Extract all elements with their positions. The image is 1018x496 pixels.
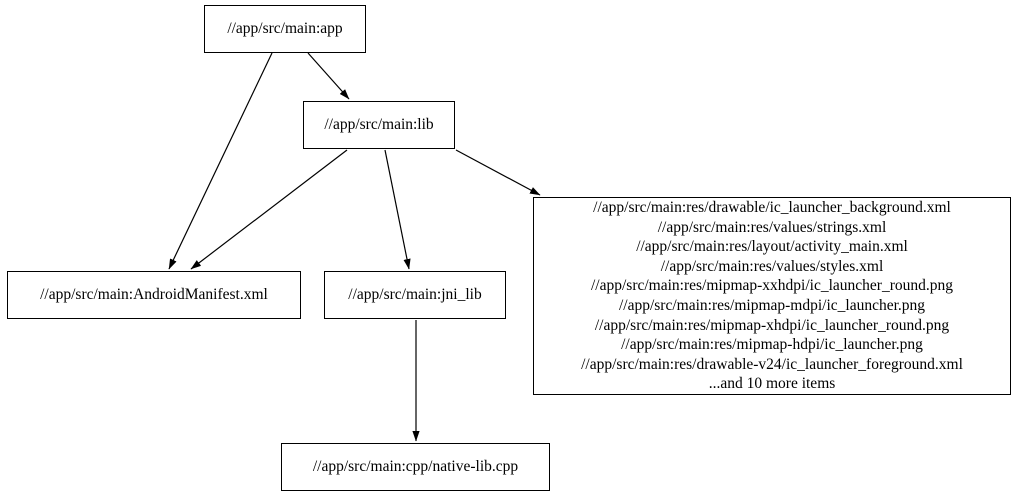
node-lib: //app/src/main:lib bbox=[303, 101, 455, 149]
resources-more-items: ...and 10 more items bbox=[708, 375, 836, 393]
node-android-manifest: //app/src/main:AndroidManifest.xml bbox=[7, 271, 301, 319]
resources-line: //app/src/main:res/drawable-v24/ic_launc… bbox=[581, 355, 963, 373]
edge-lib-to-jni-lib bbox=[384, 149, 411, 270]
node-jni-lib: //app/src/main:jni_lib bbox=[324, 271, 506, 319]
edge-lib-to-resources bbox=[455, 149, 541, 196]
node-native-lib-cpp-label: //app/src/main:cpp/native-lib.cpp bbox=[312, 458, 519, 476]
resources-line: //app/src/main:res/drawable/ic_launcher_… bbox=[593, 199, 951, 217]
resources-line: //app/src/main:res/layout/activity_main.… bbox=[636, 238, 908, 256]
node-jni-lib-label: //app/src/main:jni_lib bbox=[348, 286, 482, 304]
resources-line: //app/src/main:res/mipmap-xxhdpi/ic_laun… bbox=[590, 277, 953, 295]
resources-line: //app/src/main:res/values/strings.xml bbox=[657, 218, 887, 236]
resources-line: //app/src/main:res/values/styles.xml bbox=[660, 257, 884, 275]
edge-app-to-lib bbox=[307, 52, 350, 100]
node-resources-group: //app/src/main:res/drawable/ic_launcher_… bbox=[533, 197, 1011, 395]
edge-lib-to-androidmanifest bbox=[190, 149, 348, 270]
node-native-lib-cpp: //app/src/main:cpp/native-lib.cpp bbox=[281, 443, 550, 491]
node-app: //app/src/main:app bbox=[204, 5, 366, 53]
edge-app-to-androidmanifest bbox=[168, 52, 273, 270]
resources-line: //app/src/main:res/mipmap-hdpi/ic_launch… bbox=[621, 336, 923, 354]
resources-line: //app/src/main:res/mipmap-xhdpi/ic_launc… bbox=[594, 316, 950, 334]
resources-line: //app/src/main:res/mipmap-mdpi/ic_launch… bbox=[618, 297, 926, 314]
node-app-label: //app/src/main:app bbox=[227, 20, 343, 38]
node-android-manifest-label: //app/src/main:AndroidManifest.xml bbox=[40, 286, 268, 304]
node-lib-label: //app/src/main:lib bbox=[324, 116, 434, 134]
